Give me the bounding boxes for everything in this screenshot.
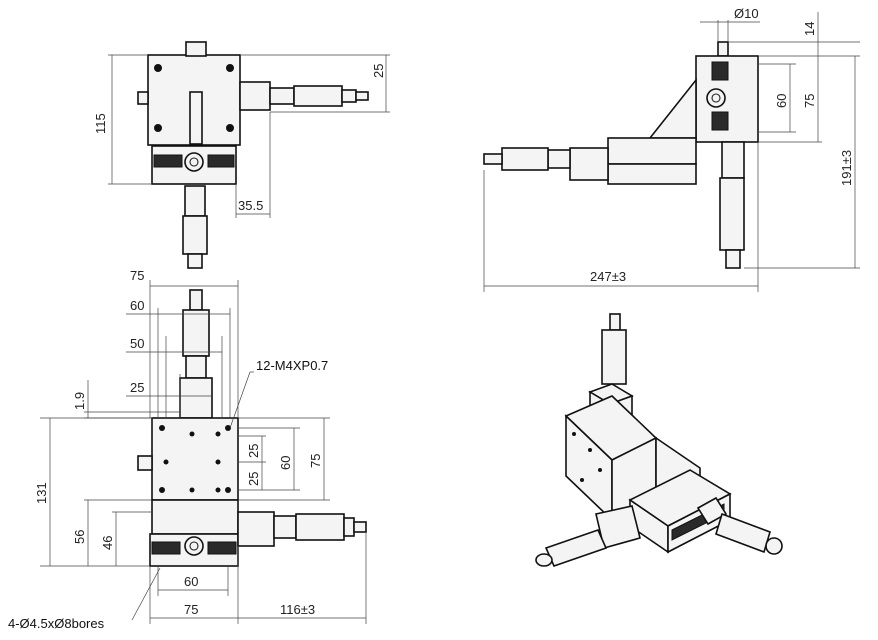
dim-75-right: 75	[308, 454, 323, 468]
dim-75-top: 75	[130, 268, 144, 283]
front-view-upper-stage	[151, 417, 239, 501]
dim-115: 115	[93, 113, 108, 134]
dim-50-top: 50	[130, 336, 144, 351]
side-view-gusset	[648, 77, 697, 139]
isometric-view	[535, 313, 783, 567]
iso-micrometer-z	[601, 329, 627, 385]
dim-25-top-front: 25	[130, 380, 144, 395]
side-view-micrometer-y	[719, 177, 745, 251]
dim-dia-10: Ø10	[734, 6, 759, 21]
top-view-knob-base	[185, 41, 207, 57]
dim-116: 116±3	[280, 602, 315, 617]
dim-60-bottom: 60	[184, 574, 198, 589]
dim-25-right-b: 25	[246, 472, 261, 486]
dim-75-side: 75	[802, 94, 817, 108]
iso-micrometer-x	[544, 529, 608, 567]
top-view-micrometer-barrel	[293, 85, 343, 107]
front-view-micrometer-x	[295, 513, 345, 541]
dim-75-bottom: 75	[184, 602, 198, 617]
dim-25-right-a: 25	[246, 444, 261, 458]
dim-1-9: 1.9	[72, 392, 87, 410]
dim-60-side: 60	[774, 94, 789, 108]
side-view-base-stage	[607, 137, 697, 165]
dim-56: 56	[72, 530, 87, 544]
bore-note: 4-Ø4.5xØ8bores	[8, 616, 105, 631]
dim-191: 191±3	[839, 150, 854, 186]
dim-35-5: 35.5	[238, 198, 263, 213]
thread-note: 12-M4XP0.7	[256, 358, 328, 373]
front-view-micrometer-z	[182, 309, 210, 357]
top-view-micrometer-mount	[239, 81, 271, 111]
top-view-micrometer-y	[184, 185, 206, 217]
top-view-slot	[189, 91, 203, 145]
dim-46: 46	[100, 536, 115, 550]
dim-60-right: 60	[278, 456, 293, 470]
side-view-micrometer-x	[501, 147, 549, 171]
dim-14: 14	[802, 22, 817, 36]
dim-60-top: 60	[130, 298, 144, 313]
dim-25-top: 25	[371, 64, 386, 78]
dim-131: 131	[34, 482, 49, 504]
iso-micrometer-y	[715, 512, 771, 554]
top-view: 115 25 35.5	[93, 41, 390, 269]
dim-247: 247±3	[590, 269, 626, 284]
front-view: 75 60 50 25 1.9 131 56 46 25	[8, 268, 367, 631]
side-view: Ø10 14 60 75 191±3 247±3	[483, 6, 860, 292]
